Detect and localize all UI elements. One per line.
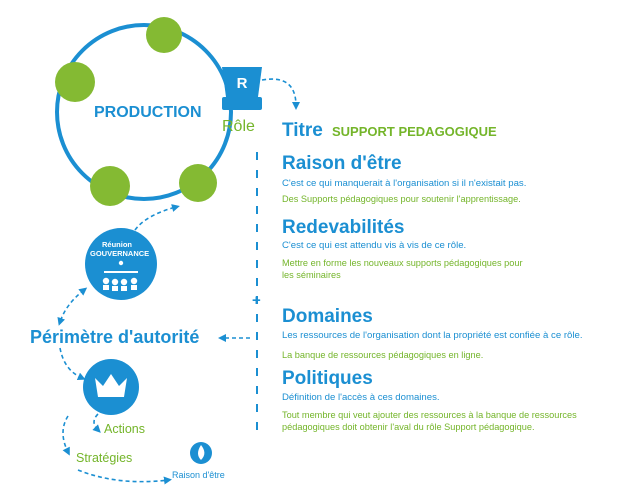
- domaines-example: La banque de ressources pédagogiques en …: [282, 350, 484, 360]
- crown-icon: [95, 374, 127, 397]
- raison-small-label: Raison d'être: [172, 470, 225, 480]
- plus-sign: +: [252, 292, 261, 309]
- redev-heading: Redevabilités: [282, 217, 405, 238]
- meeting-icon: [102, 260, 138, 291]
- politiques-example-line1: Tout membre qui veut ajouter des ressour…: [282, 410, 577, 420]
- arrow-to-circle: [134, 204, 180, 231]
- gouvernance-line2: GOUVERNANCE: [90, 249, 150, 258]
- actions-label: Actions: [104, 422, 145, 436]
- badge-arrow: [261, 78, 300, 110]
- raison-desc: C'est ce qui manquerait à l'organisation…: [282, 178, 527, 189]
- domaines-heading: Domaines: [282, 306, 373, 327]
- raison-example: Des Supports pédagogiques pour soutenir …: [282, 194, 521, 204]
- role-label: Rôle: [222, 118, 255, 135]
- production-circle: [55, 23, 233, 201]
- perimetre-label: Périmètre d'autorité: [30, 327, 200, 347]
- raison-heading: Raison d'être: [282, 153, 402, 174]
- flame-icon: [198, 445, 205, 460]
- titre-label: Titre: [282, 120, 323, 141]
- arrow-strategies-raison: [77, 469, 172, 485]
- arrow-perimetre-actions: [59, 347, 86, 381]
- role-badge: R: [222, 67, 262, 110]
- circle-node-lower-left: [90, 166, 130, 206]
- circle-node-left: [55, 62, 95, 102]
- arrow-gouvernance-perimetre: [57, 287, 88, 326]
- politiques-example-line2: pédagogiques doit obtenir l'aval du rôle…: [282, 422, 535, 432]
- redev-desc: C'est ce qui est attendu vis à vis de ce…: [282, 240, 467, 251]
- circle-node-top: [146, 17, 182, 53]
- domaines-desc: Les ressources de l'organisation dont la…: [282, 330, 583, 341]
- arrow-crown-actions: [92, 413, 101, 433]
- strategies-label: Stratégies: [76, 451, 133, 465]
- circle-node-lower-right: [179, 164, 217, 202]
- redev-example-line1: Mettre en forme les nouveaux supports pé…: [282, 258, 523, 268]
- politiques-heading: Politiques: [282, 368, 373, 389]
- politiques-desc: Définition de l'accès à ces domaines.: [282, 392, 440, 403]
- arrow-actions-strategies: [62, 415, 70, 456]
- titre-value: SUPPORT PEDAGOGIQUE: [332, 124, 497, 139]
- role-badge-letter: R: [237, 75, 248, 92]
- gouvernance-line1: Réunion: [102, 240, 132, 249]
- production-label: PRODUCTION: [94, 104, 202, 121]
- redev-example-line2: les séminaires: [282, 270, 341, 280]
